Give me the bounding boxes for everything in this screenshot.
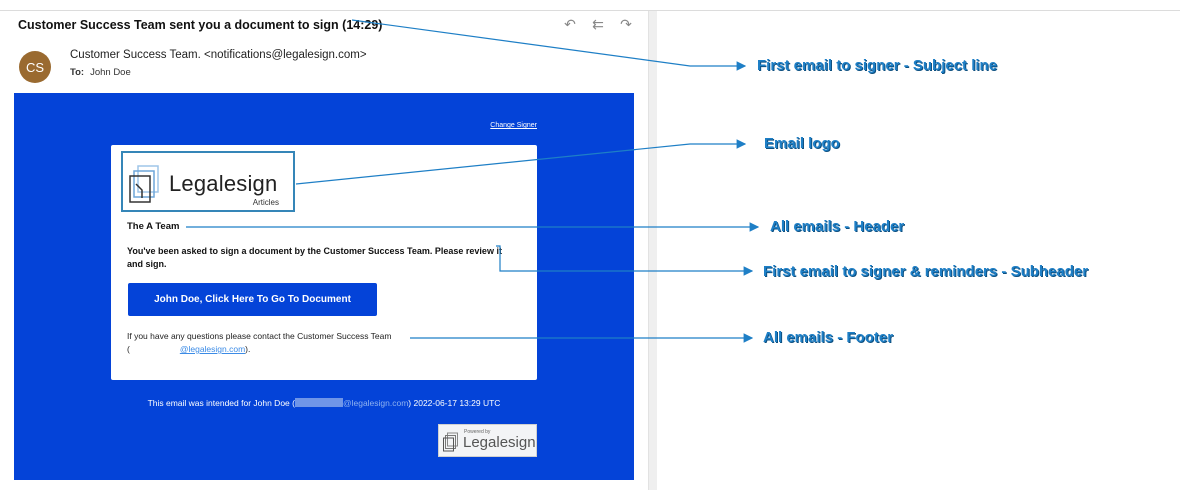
arrow-subject	[351, 19, 747, 71]
arrow-logo	[295, 139, 747, 185]
recipient: To: John Doe	[70, 67, 131, 78]
footer-email-link[interactable]: @legalesign.com	[130, 344, 245, 354]
logo-wordmark: Legalesign	[169, 171, 278, 196]
email-actions: ↶ ⇇ ↷	[562, 16, 634, 33]
footer-email: @legalesign.com	[179, 344, 246, 354]
email-subject: Customer Success Team sent you a documen…	[18, 18, 383, 32]
sender: Customer Success Team. <notifications@le…	[70, 49, 367, 61]
footer-text: If you have any questions please contact…	[127, 331, 392, 341]
intended-prefix: This email was intended for John Doe (	[147, 398, 295, 408]
annotation-subheader: First email to signer & reminders - Subh…	[763, 263, 1089, 280]
go-to-document-button[interactable]: John Doe, Click Here To Go To Document	[128, 283, 377, 316]
top-border	[0, 10, 1180, 11]
reply-icon[interactable]: ↶	[564, 16, 576, 32]
intended-for: This email was intended for John Doe ( @l…	[14, 398, 634, 408]
legalesign-small-icon	[443, 432, 458, 452]
avatar: CS	[19, 51, 51, 83]
email-subheader: You've been asked to sign a document by …	[127, 246, 502, 269]
to-label: To:	[70, 67, 85, 78]
annotation-footer: All emails - Footer	[763, 329, 894, 346]
email-header: The A Team	[127, 221, 180, 232]
powered-by-label: Powered by	[464, 429, 491, 435]
email-body: Change Signer Legalesign Articles The A …	[14, 93, 634, 480]
reply-all-icon[interactable]: ⇇	[592, 16, 604, 32]
annotation-subject-line: First email to signer - Subject line	[757, 57, 998, 74]
change-signer-link[interactable]: Change Signer	[490, 122, 537, 129]
intended-suffix: ) 2022-06-17 13:29 UTC	[408, 398, 501, 408]
redacted-block	[294, 398, 343, 407]
intended-email-link[interactable]: @legalesign.com	[342, 398, 409, 408]
email-logo: Legalesign Articles	[121, 151, 295, 212]
powered-by-wordmark: Legalesign	[463, 434, 536, 451]
legalesign-logo-icon	[129, 165, 159, 203]
powered-by-badge[interactable]: Powered by Legalesign	[438, 424, 537, 457]
footer-contact: ( @legalesign.com).	[127, 344, 250, 354]
pane-divider[interactable]	[648, 11, 657, 490]
arrow-subheader	[496, 245, 754, 276]
forward-icon[interactable]: ↷	[620, 16, 632, 32]
annotation-header: All emails - Header	[770, 218, 905, 235]
footer-close-paren: ).	[245, 344, 251, 354]
annotation-email-logo: Email logo	[764, 135, 840, 152]
logo-subtitle: Articles	[252, 198, 279, 207]
email-card: Legalesign Articles The A Team You've be…	[111, 145, 537, 380]
recipient-name: John Doe	[90, 67, 131, 78]
footer-open-paren: (	[127, 344, 130, 354]
